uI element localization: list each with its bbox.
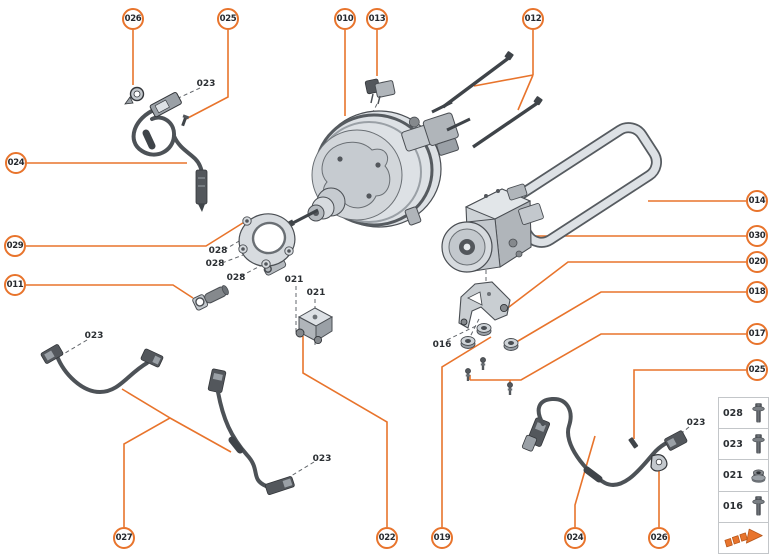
label-028-3: 028 [226, 273, 246, 283]
sensor-bracket-022 [295, 307, 334, 345]
flange-bolt-icon [752, 433, 765, 454]
retaining-clip-026 [124, 86, 145, 105]
label-028-2: 028 [205, 259, 225, 269]
label-023-top: 023 [196, 79, 216, 89]
callout-024-bottom[interactable]: 024 [564, 527, 586, 549]
clevis-pin-011 [192, 285, 229, 311]
sensor-head [149, 91, 182, 118]
callout-017[interactable]: 017 [746, 323, 768, 345]
callout-connector-lines [26, 30, 746, 527]
fastener-legend: 028 023 021 016 [718, 397, 769, 554]
legend-row-028: 028 [719, 398, 768, 428]
legend-part-number: 023 [723, 438, 743, 450]
callout-026-top[interactable]: 026 [122, 8, 144, 30]
callout-025-right[interactable]: 025 [746, 359, 768, 381]
callout-020[interactable]: 020 [746, 251, 768, 273]
label-023-harness-left: 023 [84, 331, 104, 341]
cable-clip-025 [628, 437, 639, 449]
callout-029[interactable]: 029 [4, 235, 26, 257]
wheel-speed-sensor-harness-left [40, 344, 164, 395]
wheel-speed-sensor-harness-right [521, 396, 688, 487]
label-021-2: 021 [306, 288, 326, 298]
callout-025-top[interactable]: 025 [217, 8, 239, 30]
bracket-020 [458, 281, 511, 329]
legend-row-021: 021 [719, 459, 768, 490]
callout-027[interactable]: 027 [113, 527, 135, 549]
mounting-bolts-012 [441, 51, 543, 149]
brake-booster-010 [263, 100, 471, 276]
callout-011[interactable]: 011 [4, 274, 26, 296]
wheel-speed-sensor-harness-top-left [124, 86, 208, 212]
legend-part-number: 016 [723, 501, 743, 513]
mounting-flange-029 [238, 213, 296, 269]
callout-014[interactable]: 014 [746, 190, 768, 212]
legend-part-number: 021 [723, 470, 743, 481]
connector-end [195, 169, 208, 205]
wheel-speed-sensor-harness-center [207, 368, 295, 495]
legend-row-016: 016 [719, 490, 768, 522]
callout-018[interactable]: 018 [746, 281, 768, 303]
callout-030[interactable]: 030 [746, 225, 768, 247]
callout-026-bottom[interactable]: 026 [648, 527, 670, 549]
label-016: 016 [432, 340, 452, 350]
screws-017 [465, 357, 513, 395]
rubber-grommets-018 [460, 323, 519, 351]
master-cylinder-cluster [401, 112, 459, 156]
label-021-1: 021 [284, 275, 304, 285]
installation-direction-arrow-icon [724, 529, 763, 548]
flange-bolt-icon [752, 496, 765, 516]
flange-bolt-icon [752, 402, 765, 423]
abs-unit-030 [441, 183, 544, 273]
sensor-screw-025 [181, 114, 190, 127]
flange-nut-icon [751, 469, 766, 483]
callout-019[interactable]: 019 [431, 527, 453, 549]
legend-part-number: 028 [723, 407, 743, 419]
callout-022[interactable]: 022 [376, 527, 398, 549]
callout-010[interactable]: 010 [334, 8, 356, 30]
callout-012[interactable]: 012 [522, 8, 544, 30]
label-028-1: 028 [208, 246, 228, 256]
callout-024-left[interactable]: 024 [5, 152, 27, 174]
legend-row-direction [719, 521, 768, 553]
label-023-harness-center: 023 [312, 454, 332, 464]
callout-013[interactable]: 013 [366, 8, 388, 30]
retaining-clip-026-right [650, 454, 668, 472]
label-023-harness-right: 023 [686, 418, 706, 428]
sensor-013 [364, 78, 396, 105]
legend-row-023: 023 [719, 428, 768, 459]
